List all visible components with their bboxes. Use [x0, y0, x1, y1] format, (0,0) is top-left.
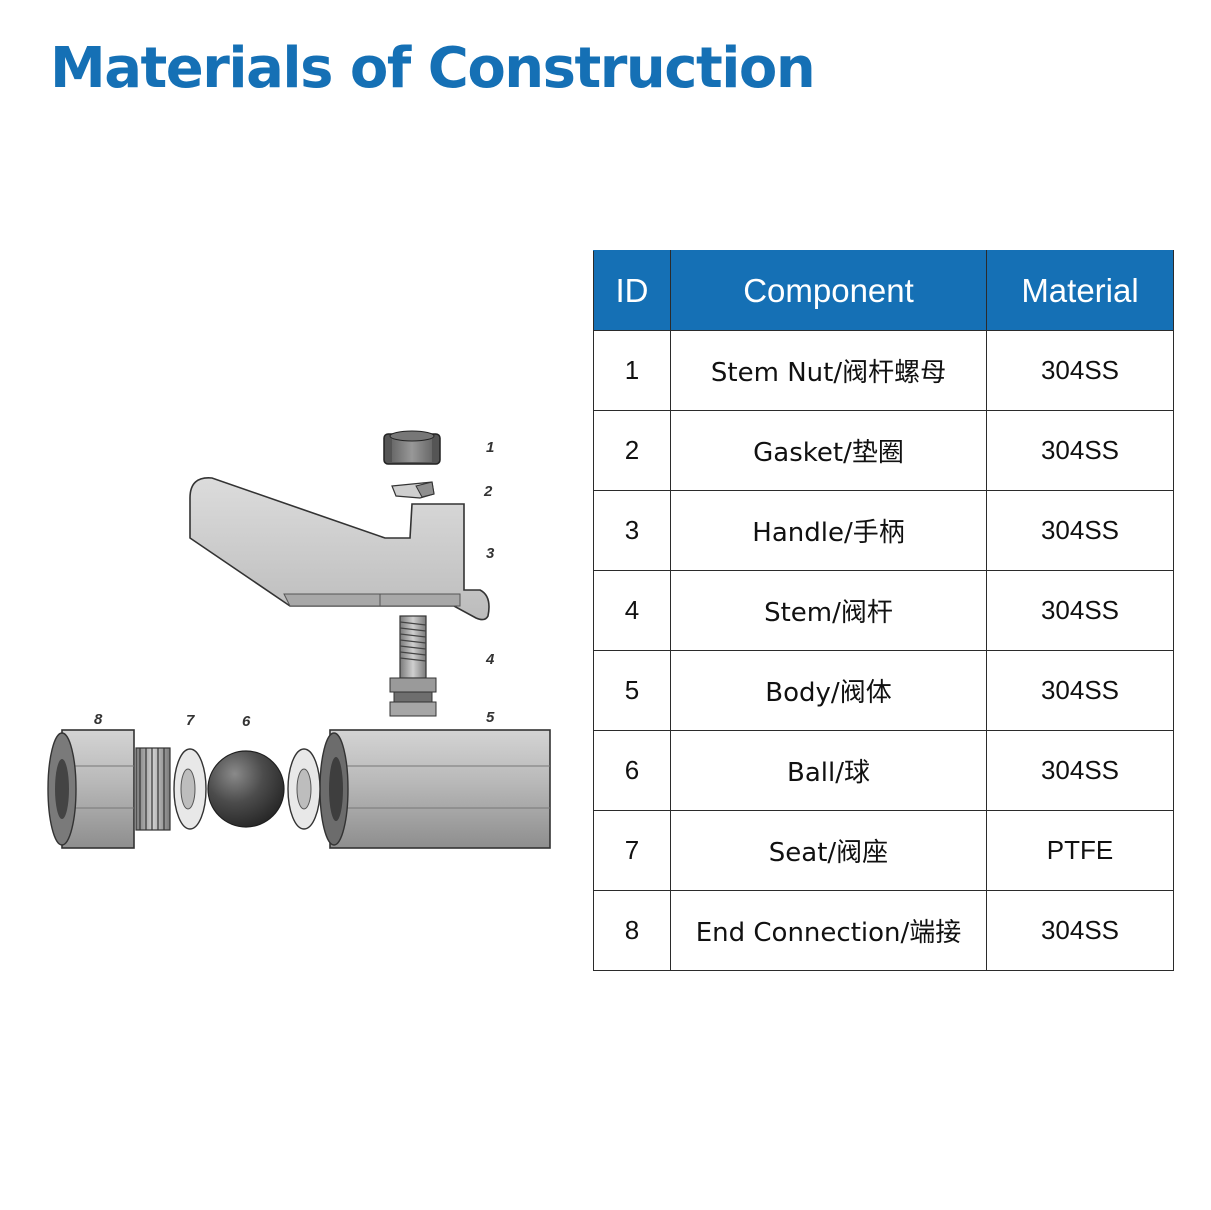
callout-6: 6	[242, 713, 251, 730]
cell-id: 6	[593, 730, 671, 811]
callout-7: 7	[186, 712, 195, 729]
callout-2: 2	[483, 483, 493, 500]
seat-right-part	[287, 748, 321, 830]
cell-component: Ball/球	[670, 730, 987, 811]
table-row: 7 Seat/阀座 PTFE	[593, 810, 1174, 891]
cell-component: Body/阀体	[670, 650, 987, 731]
cell-component: End Connection/端接	[670, 890, 987, 971]
table-header-row: ID Component Material	[593, 250, 1174, 331]
table-row: 3 Handle/手柄 304SS	[593, 490, 1174, 571]
table-row: 1 Stem Nut/阀杆螺母 304SS	[593, 330, 1174, 411]
cell-id: 4	[593, 570, 671, 651]
handle-part	[189, 477, 490, 621]
header-component: Component	[670, 250, 987, 331]
ball-part	[207, 750, 285, 828]
callout-5: 5	[486, 709, 495, 726]
callout-8: 8	[94, 711, 103, 728]
table-row: 6 Ball/球 304SS	[593, 730, 1174, 811]
cell-component: Gasket/垫圈	[670, 410, 987, 491]
cell-material: 304SS	[986, 330, 1174, 411]
cell-component: Stem Nut/阀杆螺母	[670, 330, 987, 411]
materials-table: ID Component Material 1 Stem Nut/阀杆螺母 30…	[593, 250, 1174, 971]
cell-component: Handle/手柄	[670, 490, 987, 571]
stem-nut-part	[383, 430, 441, 465]
cell-id: 7	[593, 810, 671, 891]
stem-part	[389, 615, 437, 717]
exploded-valve-diagram: 1 2 3 4 5 6 7 8	[47, 430, 551, 849]
page-title: Materials of Construction	[50, 36, 816, 101]
header-material: Material	[986, 250, 1174, 331]
cell-id: 3	[593, 490, 671, 571]
cell-id: 8	[593, 890, 671, 971]
table-row: 2 Gasket/垫圈 304SS	[593, 410, 1174, 491]
cell-component: Seat/阀座	[670, 810, 987, 891]
cell-material: 304SS	[986, 650, 1174, 731]
cell-id: 5	[593, 650, 671, 731]
gasket-part	[391, 481, 435, 499]
callout-3: 3	[486, 545, 495, 562]
cell-material: 304SS	[986, 570, 1174, 651]
table-row: 4 Stem/阀杆 304SS	[593, 570, 1174, 651]
cell-material: 304SS	[986, 890, 1174, 971]
end-connection-part	[47, 729, 171, 849]
cell-component: Stem/阀杆	[670, 570, 987, 651]
table-row: 8 End Connection/端接 304SS	[593, 890, 1174, 971]
cell-id: 2	[593, 410, 671, 491]
cell-material: 304SS	[986, 730, 1174, 811]
header-id: ID	[593, 250, 671, 331]
seat-left-part	[173, 748, 207, 830]
table-row: 5 Body/阀体 304SS	[593, 650, 1174, 731]
callout-1: 1	[486, 439, 494, 456]
cell-material: 304SS	[986, 410, 1174, 491]
cell-material: PTFE	[986, 810, 1174, 891]
body-part	[319, 729, 551, 849]
callout-4: 4	[485, 651, 495, 668]
cell-material: 304SS	[986, 490, 1174, 571]
cell-id: 1	[593, 330, 671, 411]
